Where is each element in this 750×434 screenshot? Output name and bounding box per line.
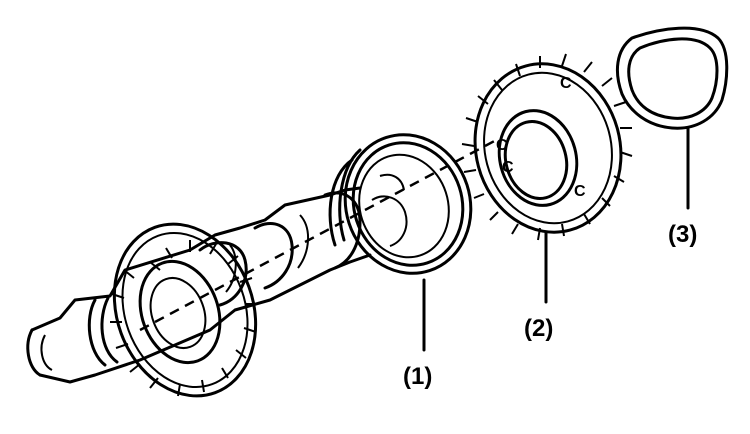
- part-1-bearing: [328, 133, 473, 275]
- label-part-1: (1): [403, 363, 432, 390]
- camshaft-gear: [110, 222, 258, 398]
- gear-mark-left-lower: C: [502, 159, 514, 176]
- gear-mark-top: C: [560, 75, 572, 92]
- part-2-gear: C C C C: [461, 53, 633, 241]
- gear-mark-left: C: [496, 137, 508, 154]
- gear-mark-bottom: C: [574, 183, 586, 200]
- center-axis: [139, 136, 501, 332]
- camshaft: [26, 186, 372, 384]
- part-3-plate: [615, 26, 729, 130]
- label-part-2: (2): [524, 315, 553, 342]
- label-part-3: (3): [668, 221, 697, 248]
